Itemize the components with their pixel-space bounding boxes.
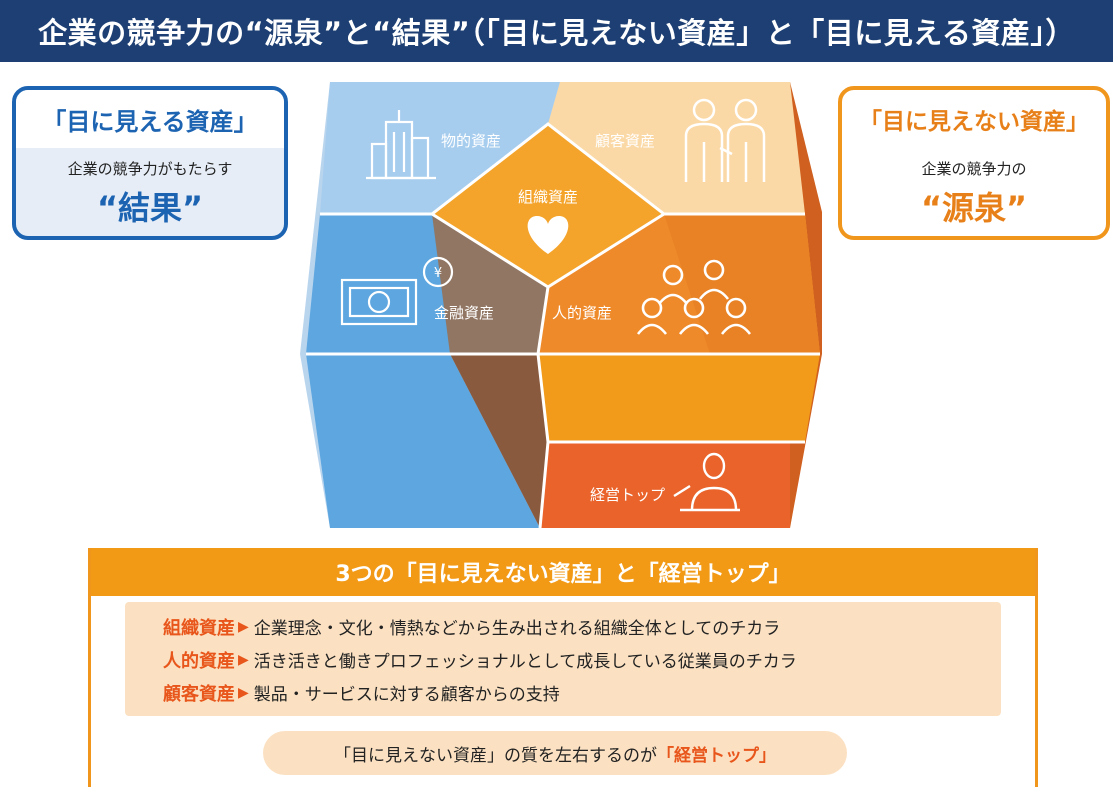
note-emphasis: 「経営トップ」 [657,745,776,766]
invisible-assets-subtext: 企業の競争力の [921,160,1027,178]
physical-assets-label: 物的資産 [441,132,501,150]
management-top-label: 経営トップ [590,486,665,504]
heart-icon [527,216,569,254]
organization-assets-region [432,124,664,287]
definition-row-human: 人的資産 ▶ 活き活きと働きプロフェッショナルとして成長している従業員のチカラ [163,643,1001,676]
definitions-box: 組織資産 ▶ 企業理念・文化・情熱などから生み出される組織全体としてのチカラ 人… [125,602,1001,716]
asset-cube-diagram: 物的資産 顧客資産 組織資産 金融資産 人的資産 経営トップ ¥ [300,82,822,528]
invisible-assets-heading: 「目に見えない資産」 [859,109,1089,135]
triangle-arrow-icon: ▶ [238,684,249,701]
invisible-assets-source: “源泉” [920,189,1028,227]
financial-shadow-face [432,214,548,354]
organization-assets-label: 組織資産 [518,188,578,206]
definition-term: 顧客資産 [163,683,235,705]
yen-icon: ¥ [434,266,442,281]
panel-heading: 3つの「目に見えない資産」と「経営トップ」 [91,548,1035,596]
physical-assets-region [320,82,560,214]
invisible-assets-box: 「目に見えない資産」 企業の競争力の “源泉” [838,86,1110,240]
management-note: 「目に見えない資産」の質を左右するのが 「経営トップ」 [263,731,847,775]
invisible-assets-panel: 3つの「目に見えない資産」と「経営トップ」 組織資産 ▶ 企業理念・文化・情熱な… [88,548,1038,787]
customer-assets-region [548,82,805,214]
human-assets-label: 人的資産 [552,304,612,322]
executive-icon [673,452,740,512]
visible-assets-result: “結果” [96,189,204,227]
page-title: 企業の競争力の“源泉”と“結果”（「目に見えない資産」と「目に見える資産」） [0,0,1113,62]
lower-orange-face [538,354,820,442]
visible-assets-heading: 「目に見える資産」 [16,90,284,148]
management-top-region [540,442,790,528]
lower-left-face [306,354,540,528]
triangle-arrow-icon: ▶ [238,618,249,635]
definition-description: 活き活きと働きプロフェッショナルとして成長している従業員のチカラ [253,652,797,672]
definition-term: 組織資産 [163,617,235,639]
lower-middle-face [450,354,548,528]
visible-assets-subtext: 企業の競争力がもたらす [67,160,233,178]
definition-description: 企業理念・文化・情熱などから生み出される組織全体としてのチカラ [253,619,781,639]
building-icon [366,110,436,180]
human-side-shade [664,214,820,354]
money-icon [340,256,454,326]
cube-divider-lines [306,122,820,528]
definition-row-organization: 組織資産 ▶ 企業理念・文化・情熱などから生み出される組織全体としてのチカラ [163,610,1001,643]
customer-assets-label: 顧客資産 [595,132,655,150]
definition-term: 人的資産 [163,650,235,672]
definition-description: 製品・サービスに対する顧客からの支持 [253,685,560,705]
triangle-arrow-icon: ▶ [238,651,249,668]
visible-assets-box: 「目に見える資産」 企業の競争力がもたらす “結果” [12,86,288,240]
customers-icon [684,98,766,182]
people-group-icon [636,259,752,335]
financial-assets-label: 金融資産 [434,304,494,322]
note-text: 「目に見えない資産」の質を左右するのが [334,745,657,766]
definition-row-customer: 顧客資産 ▶ 製品・サービスに対する顧客からの支持 [163,676,1001,709]
